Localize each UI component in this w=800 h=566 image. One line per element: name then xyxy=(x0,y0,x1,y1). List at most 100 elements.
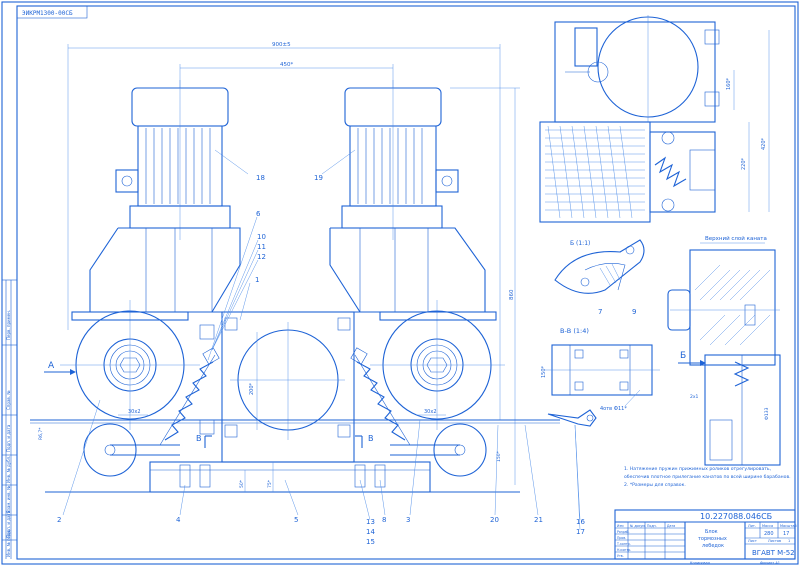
left-drum xyxy=(60,300,200,430)
ropes xyxy=(30,409,597,427)
title-izm: Изм xyxy=(617,524,624,528)
callout-2: 2 xyxy=(57,516,61,524)
dim-160-top: 160* xyxy=(726,77,732,90)
title-podp: Подп. xyxy=(647,524,657,528)
corner-stamp: ЭИКРМ1300-00СБ xyxy=(16,5,88,19)
callout-21: 21 xyxy=(534,516,543,524)
section-vv-view: В-В (1:4) 150* 4отв Ф11* xyxy=(541,327,660,412)
right-drum xyxy=(370,300,505,430)
title-block: 10.227088.046СБ Блок тормозных лебедок Л… xyxy=(614,509,797,560)
title-data: Дата xyxy=(667,524,675,528)
title-utv: Утв. xyxy=(617,554,624,558)
right-pressure-roller xyxy=(390,423,487,477)
dim-motor-spacing-text: 450* xyxy=(280,62,293,68)
callout-8: 8 xyxy=(382,516,386,524)
callout-20: 20 xyxy=(490,516,499,524)
dim-75-text: 75* xyxy=(267,479,273,488)
callout-12: 12 xyxy=(257,253,266,261)
top-right-plan-view: 160* xyxy=(554,15,735,123)
dim-150: 150* xyxy=(541,365,547,378)
note-2: обеспечив плотное прилегание канатов по … xyxy=(624,473,791,480)
detail-b-title: Б (1:1) xyxy=(570,240,590,247)
dim-height-text: 860 xyxy=(509,289,515,300)
title-prov: Пров. xyxy=(617,536,626,540)
right-section-view: Верхний слой каната Б 2х1 Ф133 xyxy=(667,235,781,466)
right-gearbox xyxy=(329,227,486,313)
detail-b-view: Б (1:1) xyxy=(554,239,645,294)
callout-10: 10 xyxy=(257,233,266,241)
side-frame-label-2: Справ. № xyxy=(6,391,11,410)
bottom-format-label: Формат А1 xyxy=(760,561,780,565)
dim-overall-width-text: 900±5 xyxy=(272,42,291,48)
left-spring xyxy=(159,347,220,446)
left-motor xyxy=(115,80,231,240)
callout-7: 7 xyxy=(598,308,602,316)
callout-19: 19 xyxy=(314,174,323,182)
title-name-1: Блок xyxy=(705,529,718,535)
section-vv-title: В-В (1:4) xyxy=(560,327,589,335)
callout-16: 16 xyxy=(576,518,585,526)
dim-2x1: 2х1 xyxy=(690,394,699,400)
view-a-label: А xyxy=(48,361,55,371)
dim-30x2-right: 30х2 xyxy=(424,409,437,415)
note-1: 1. Натяжение пружин прижимных роликов от… xyxy=(624,466,772,472)
section-v-left-marker: В xyxy=(196,434,212,448)
dim-200-text: 200* xyxy=(249,382,255,395)
dim-motor-spacing: 450* xyxy=(179,62,394,88)
dim-overall-width: 900±5 xyxy=(67,42,501,420)
base-frame: 50* 75* xyxy=(45,461,520,493)
callout-leaders xyxy=(62,149,581,531)
title-ndok: № докум. xyxy=(630,524,646,528)
title-org: ВГАВТ М-52 xyxy=(752,549,795,557)
drawing-code: 10.227088.046СБ xyxy=(700,512,772,521)
dim-420: 420* xyxy=(761,137,767,150)
section-v-left-label: В xyxy=(196,434,202,443)
left-pressure-roller xyxy=(83,423,180,477)
callout-numbers: 1 2 3 4 5 6 7 8 9 10 11 12 13 14 15 16 1… xyxy=(57,174,636,546)
callout-3: 3 xyxy=(406,516,410,524)
inner-frame xyxy=(16,5,796,560)
dim-50-text: 50* xyxy=(239,479,245,488)
title-massa: Масса xyxy=(762,524,773,528)
callout-17: 17 xyxy=(576,528,585,536)
bottom-copy-label: Копировал xyxy=(690,561,710,565)
callout-5: 5 xyxy=(294,516,298,524)
callout-14: 14 xyxy=(366,528,375,536)
title-mass-value: 280 xyxy=(764,531,774,537)
callout-11: 11 xyxy=(257,243,266,251)
callout-13: 13 xyxy=(366,518,375,526)
callout-18: 18 xyxy=(256,174,265,182)
side-frame-label-3: Подп. и дата xyxy=(6,424,11,452)
top-right-drum-view: 220* 420* xyxy=(539,30,770,223)
title-scale-value: 17 xyxy=(783,531,789,537)
dim-hole: 4отв Ф11* xyxy=(600,406,627,412)
title-sheets-label: Листов xyxy=(768,539,781,543)
title-sheet-label: Лист xyxy=(748,539,757,543)
title-name-2: тормозных xyxy=(698,536,727,542)
section-v-right-marker: В xyxy=(355,434,374,448)
dim-150b-text: 150* xyxy=(496,450,502,462)
title-lit: Лит. xyxy=(748,524,756,528)
right-motor xyxy=(341,80,459,240)
title-sheets-value: 1 xyxy=(788,539,790,543)
dim-220: 220* xyxy=(741,157,747,170)
dim-30x2-left: 30х2 xyxy=(128,409,141,415)
dim-r67-text: R6,7* xyxy=(38,427,44,440)
title-razrab: Разраб. xyxy=(617,530,630,534)
title-tkontr: Т.контр. xyxy=(616,542,631,546)
title-nkontr: Н.контр. xyxy=(617,548,631,552)
title-name-3: лебедок xyxy=(702,543,724,549)
side-frame-label-7: Инв. № подл. xyxy=(6,529,11,557)
callout-1: 1 xyxy=(255,276,259,284)
side-frame-label-4: Инв. № дубл. xyxy=(6,456,11,483)
corner-stamp-text: ЭИКРМ1300-00СБ xyxy=(22,10,73,17)
side-frame-label-5: Взам. инв. № xyxy=(6,486,11,513)
side-frame-label-1: Перв. примен. xyxy=(6,310,11,340)
dim-133: Ф133 xyxy=(764,407,770,420)
section-v-right-label: В xyxy=(368,434,374,443)
callout-6: 6 xyxy=(256,210,261,218)
note-3: 2. *Размеры для справок. xyxy=(624,482,686,488)
callout-15: 15 xyxy=(366,538,375,546)
